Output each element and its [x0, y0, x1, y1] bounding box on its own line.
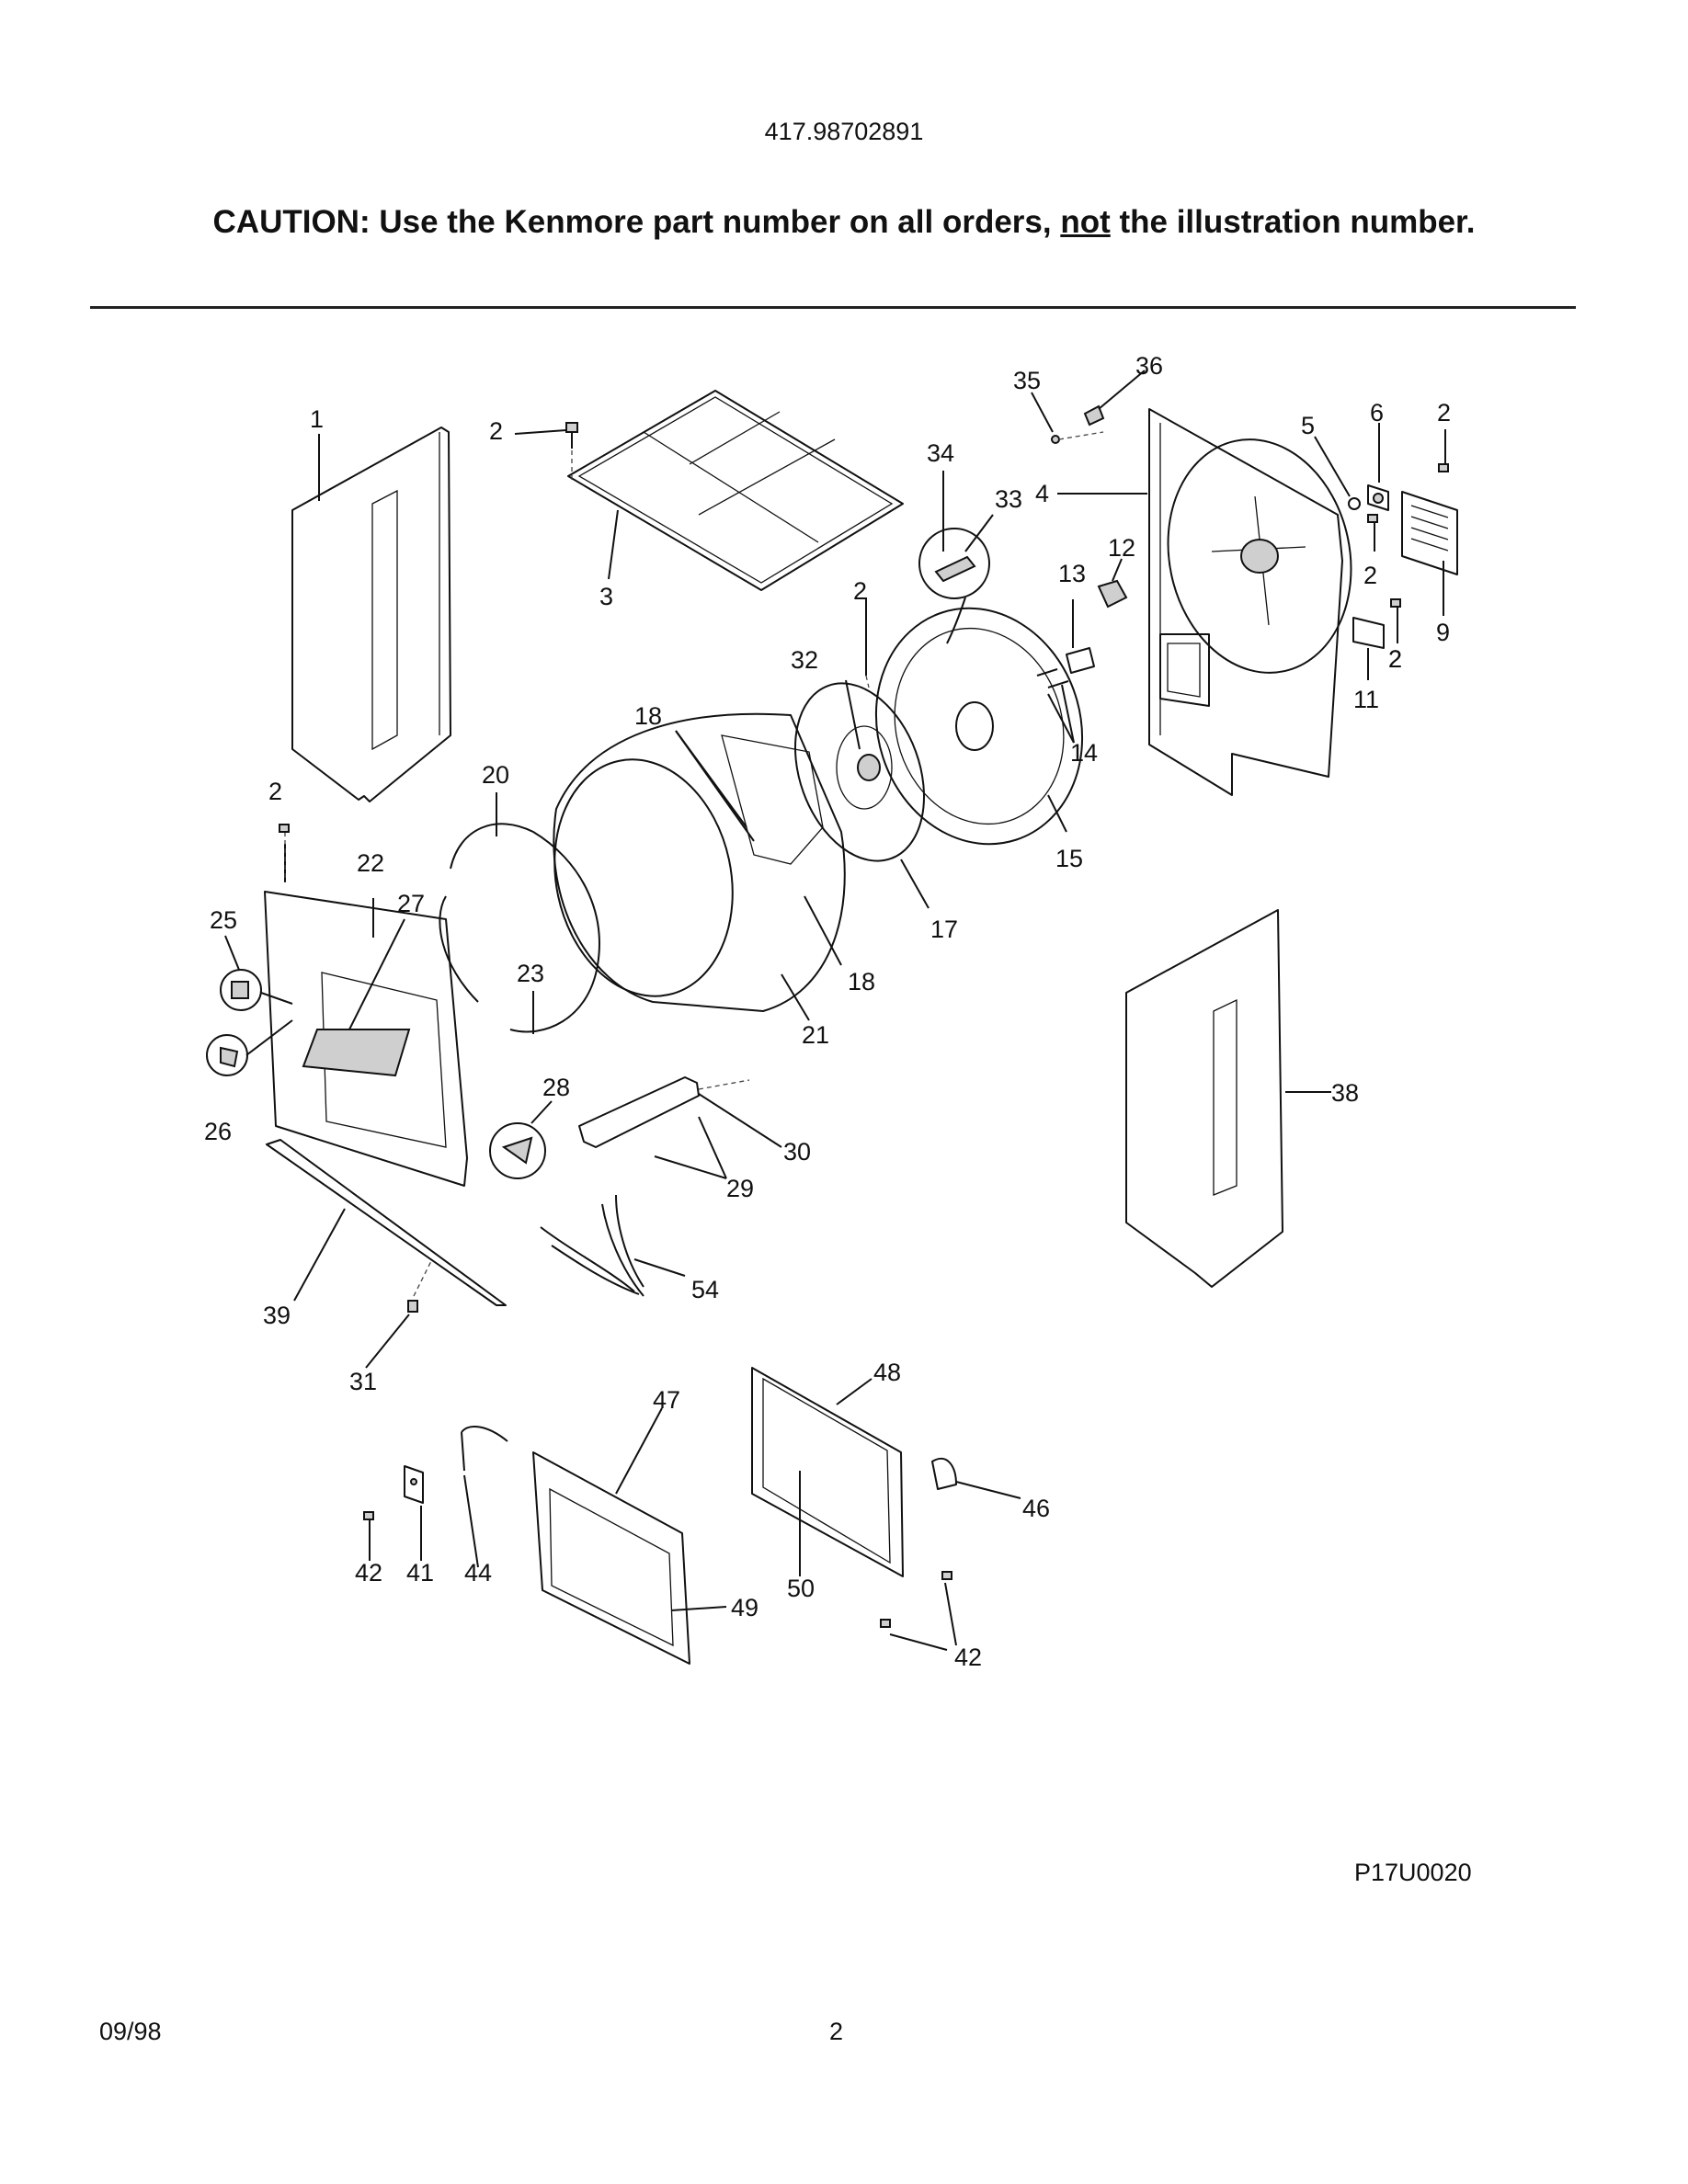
part-28 [489, 1122, 546, 1179]
part-vent-cover [1401, 491, 1458, 575]
callout-label: 39 [263, 1302, 291, 1329]
callout-label: 26 [204, 1118, 232, 1145]
part-13 [1066, 647, 1095, 674]
part-top-panel [567, 390, 904, 591]
part-5 [1348, 497, 1361, 510]
callout-label: 13 [1058, 560, 1086, 587]
part-drum [553, 712, 846, 1012]
part-31 [407, 1258, 433, 1313]
callout-label: 2 [268, 778, 282, 805]
caution-suffix: the illustration number. [1110, 204, 1476, 240]
callout-label: 50 [787, 1575, 815, 1602]
part-46 [931, 1457, 957, 1490]
callout-label: 34 [927, 439, 954, 467]
callout-label: 27 [397, 890, 425, 917]
part-bracket-30 [578, 1076, 750, 1148]
callout-label: 31 [349, 1368, 377, 1395]
revision-date: 09/98 [99, 2018, 162, 2045]
part-side-panel-left [291, 427, 451, 802]
callout-label: 18 [848, 968, 875, 995]
part-front-panel [264, 891, 468, 1187]
callout-label: 18 [634, 702, 662, 730]
part-drum-belt [439, 823, 600, 1033]
callout-label: 22 [357, 849, 384, 877]
part-bracket-36 [1083, 404, 1105, 427]
drawing-code: P17U0020 [1354, 1859, 1472, 1886]
callout-label: 2 [1437, 399, 1451, 427]
part-wire-harness [540, 1194, 644, 1297]
part-25 [220, 969, 262, 1011]
callout-label: 42 [954, 1644, 982, 1671]
callout-label: 5 [1301, 412, 1315, 439]
callout-label: 36 [1135, 352, 1163, 380]
page-number: 2 [829, 2018, 844, 2045]
part-hinge [404, 1465, 424, 1504]
part-14-screws [1036, 668, 1069, 688]
callout-label: 15 [1055, 845, 1083, 872]
part-drum-bulkhead [874, 607, 1084, 846]
callout-label: 48 [873, 1359, 901, 1386]
callout-label: 2 [1388, 645, 1402, 673]
part-sensor-detail [918, 528, 990, 644]
callout-label: 46 [1022, 1495, 1050, 1522]
callout-label: 33 [995, 485, 1022, 513]
caution-prefix: CAUTION: Use the Kenmore part number on … [212, 204, 1061, 240]
callout-label: 25 [210, 906, 237, 934]
part-door [532, 1451, 690, 1665]
callout-label: 2 [1363, 562, 1377, 589]
part-12 [1097, 579, 1128, 609]
part-screw-35 [1051, 431, 1104, 444]
model-number: 417.98702891 [764, 118, 924, 145]
caution-notice: CAUTION: Use the Kenmore part number on … [0, 204, 1688, 241]
callout-label: 12 [1108, 534, 1135, 562]
part-toe-panel [266, 1139, 507, 1306]
callout-label: 30 [783, 1138, 811, 1166]
callout-label: 1 [310, 405, 324, 433]
callout-label: 29 [726, 1175, 754, 1202]
callout-label: 49 [731, 1594, 758, 1621]
callout-label: 6 [1370, 399, 1384, 427]
callout-label: 38 [1331, 1079, 1359, 1107]
callout-label: 17 [930, 916, 958, 943]
part-screw [565, 422, 578, 483]
callout-label: 14 [1070, 739, 1098, 767]
callout-label: 21 [802, 1021, 829, 1049]
callout-label: 2 [489, 417, 503, 445]
caution-emphasis: not [1060, 204, 1111, 240]
part-11 [1352, 617, 1385, 649]
part-drum-seal [793, 682, 926, 862]
part-44 [461, 1426, 508, 1472]
callout-label: 47 [653, 1386, 680, 1414]
callout-label: 42 [355, 1559, 382, 1587]
callout-label: 3 [599, 583, 613, 610]
callout-label: 23 [517, 960, 544, 987]
part-door-panel [751, 1367, 904, 1577]
callout-label: 20 [482, 761, 509, 789]
callout-label: 2 [853, 577, 867, 605]
part-26 [206, 1034, 248, 1076]
part-rear-panel [1148, 408, 1352, 796]
callout-label: 11 [1353, 686, 1379, 713]
part-6 [1367, 484, 1389, 511]
callout-label: 9 [1436, 619, 1450, 646]
callout-label: 2 [1388, 645, 1402, 673]
part-side-panel-right [1125, 909, 1283, 1288]
callout-label: 54 [691, 1276, 719, 1303]
callout-label: 32 [791, 646, 818, 674]
header-divider [90, 306, 1576, 309]
callout-label: 44 [464, 1559, 492, 1587]
callout-labels: 1 2 2 3 34 33 35 36 4 5 6 2 12 13 2 2 9 … [204, 352, 1451, 1671]
callout-label: 28 [542, 1074, 570, 1101]
callout-label: 4 [1035, 480, 1049, 507]
callout-label: 41 [406, 1559, 434, 1587]
callout-label: 35 [1013, 367, 1041, 394]
